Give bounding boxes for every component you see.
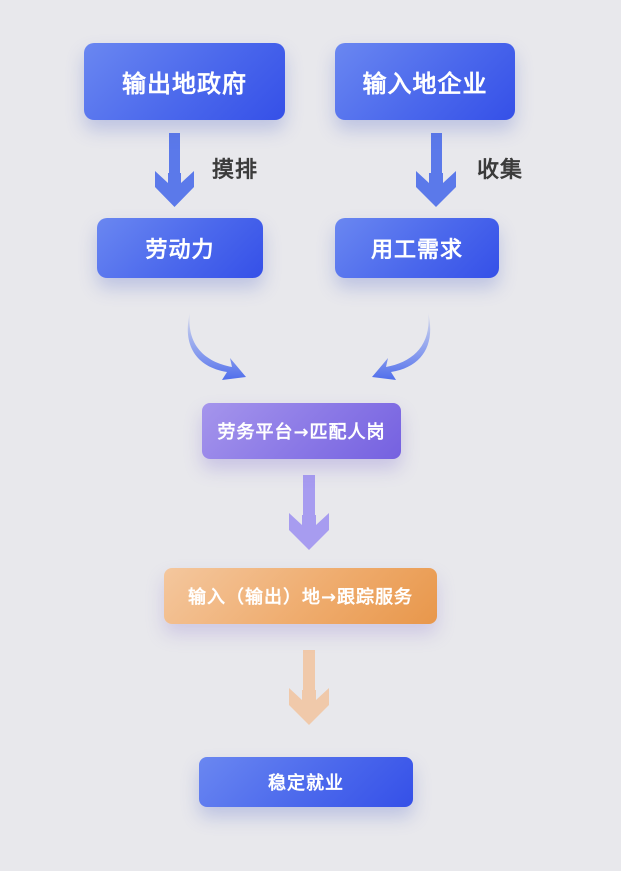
node-label: 用工需求 bbox=[370, 238, 463, 263]
curved-arrow-icon bbox=[372, 312, 431, 380]
node-label: 劳动力 bbox=[145, 238, 215, 263]
node-label: 输入（输出）地→跟踪服务 bbox=[187, 587, 414, 608]
node-tracking-service: 输入（输出）地→跟踪服务 bbox=[164, 568, 437, 624]
edge-label-survey: 摸排 bbox=[212, 158, 259, 183]
node-source-government: 输出地政府 bbox=[84, 43, 285, 120]
node-stable-employment: 稳定就业 bbox=[199, 757, 413, 807]
node-label: 稳定就业 bbox=[268, 773, 344, 794]
node-platform-matching: 劳务平台→匹配人岗 bbox=[202, 403, 401, 459]
arrow-down-icon bbox=[289, 475, 329, 550]
node-label: 输出地政府 bbox=[122, 70, 247, 98]
arrow-down-icon bbox=[416, 133, 456, 207]
arrow-down-icon bbox=[155, 133, 194, 207]
node-label: 劳务平台→匹配人岗 bbox=[217, 422, 386, 443]
node-destination-enterprise: 输入地企业 bbox=[335, 43, 515, 120]
node-labor: 劳动力 bbox=[97, 218, 263, 278]
curved-arrow-icon bbox=[187, 312, 246, 380]
edge-label-collect: 收集 bbox=[477, 158, 524, 183]
node-label: 输入地企业 bbox=[362, 70, 488, 98]
node-employment-demand: 用工需求 bbox=[335, 218, 499, 278]
arrow-down-icon bbox=[289, 650, 329, 725]
